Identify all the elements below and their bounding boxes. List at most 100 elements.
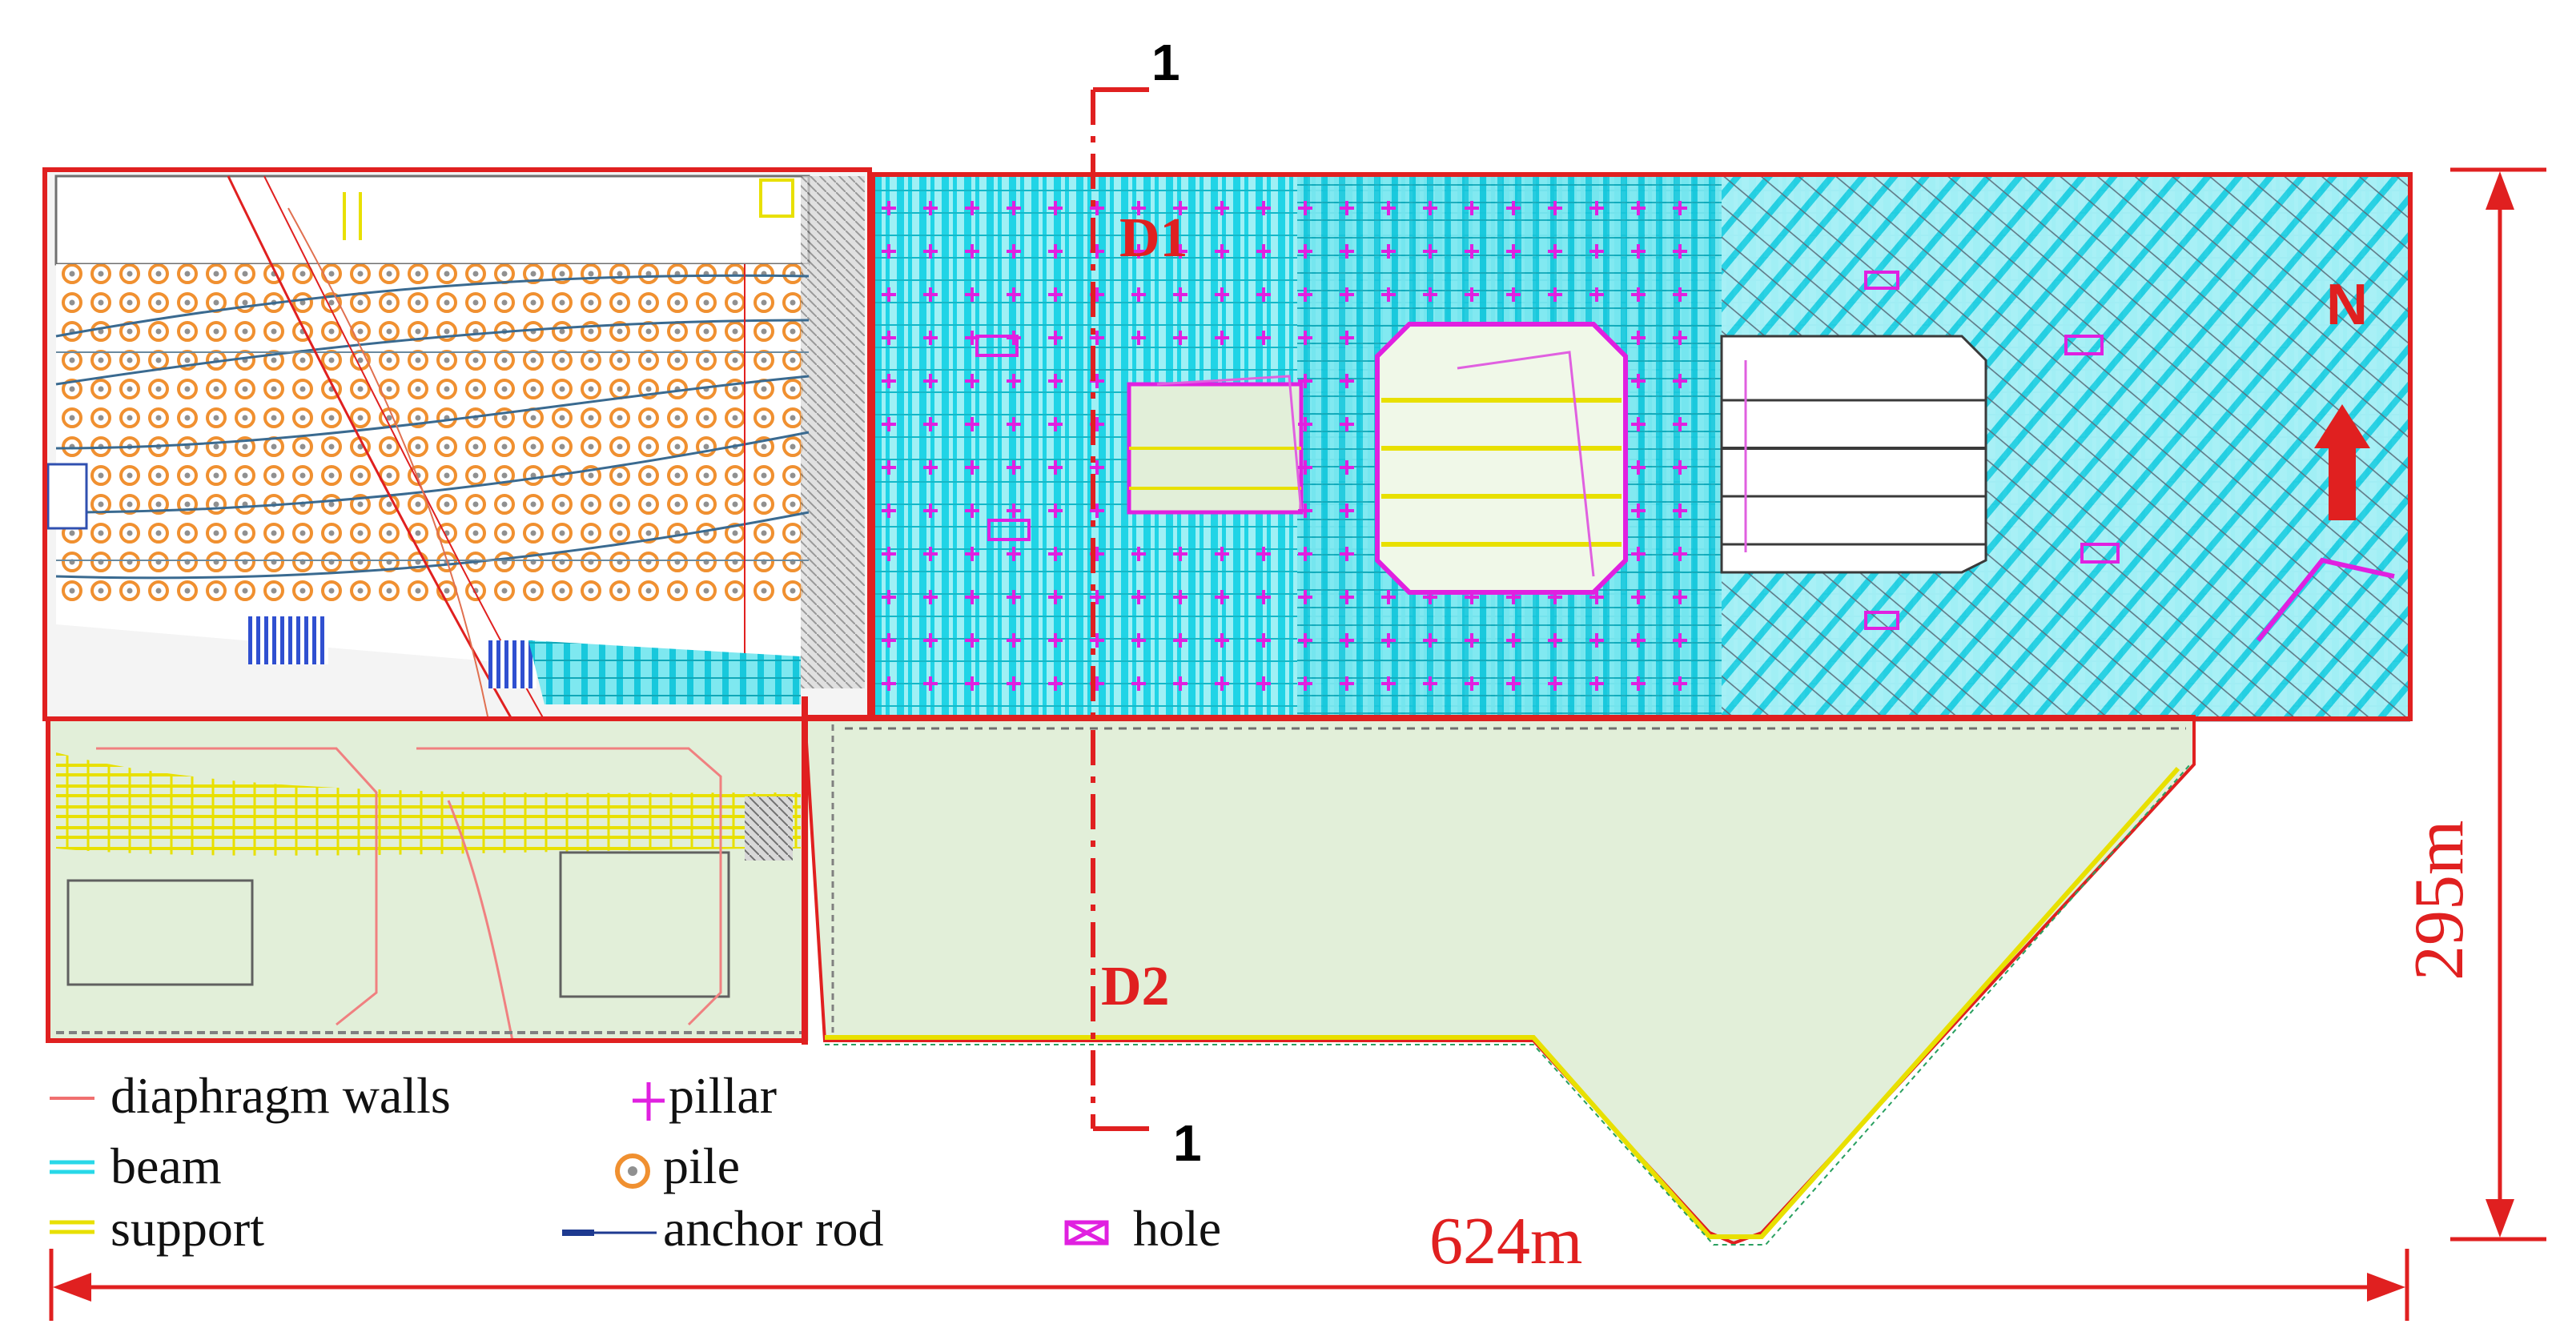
- legend-anchor-rod-label: anchor rod: [663, 1200, 883, 1257]
- pillar-cross: [1548, 590, 1562, 604]
- pillar-cross: [1131, 244, 1146, 259]
- pillar-cross: [1548, 244, 1562, 259]
- pillar-cross: [1173, 201, 1188, 215]
- pillar-cross: [1673, 633, 1687, 648]
- pillar-cross: [1631, 417, 1646, 431]
- pillar-cross: [882, 417, 896, 431]
- pillar-cross: [965, 633, 979, 648]
- pillar-cross: [1589, 244, 1604, 259]
- pillar-cross: [1548, 676, 1562, 691]
- pillar-cross: [1381, 633, 1396, 648]
- pillar-cross: [1131, 590, 1146, 604]
- pillar-cross: [1673, 504, 1687, 518]
- pillar-cross: [1631, 331, 1646, 345]
- pillar-cross: [1215, 590, 1229, 604]
- pillar-cross: [1215, 201, 1229, 215]
- pillar-cross: [1007, 201, 1021, 215]
- pillar-cross: [1048, 331, 1063, 345]
- pillar-cross: [1506, 633, 1521, 648]
- pillar-cross: [965, 547, 979, 561]
- pillar-cross: [1007, 460, 1021, 475]
- pillar-cross: [1673, 331, 1687, 345]
- pillar-cross: [1173, 590, 1188, 604]
- pillar-cross: [923, 504, 938, 518]
- pillar-cross-icon: [633, 1082, 665, 1121]
- pillar-cross: [1465, 633, 1479, 648]
- pillar-cross: [1048, 504, 1063, 518]
- pillar-cross: [1048, 633, 1063, 648]
- pillar-cross: [1298, 547, 1312, 561]
- pillar-cross: [1131, 331, 1146, 345]
- legend-anchor-rod: anchor rod: [562, 1200, 883, 1257]
- height-dimension-label: 295m: [2401, 820, 2478, 981]
- pillar-cross: [1048, 417, 1063, 431]
- pillar-cross: [1215, 331, 1229, 345]
- pillar-cross: [1007, 287, 1021, 302]
- pillar-cross: [1007, 244, 1021, 259]
- legend-support-label: support: [111, 1200, 264, 1257]
- pillar-cross: [1631, 633, 1646, 648]
- legend-pile-label: pile: [663, 1137, 740, 1194]
- pillar-cross: [1340, 460, 1354, 475]
- zone-label-d1: D1: [1119, 207, 1188, 269]
- pillar-cross: [1423, 590, 1437, 604]
- pillar-cross: [923, 374, 938, 388]
- pillar-cross: [1048, 244, 1063, 259]
- pillar-cross: [1465, 201, 1479, 215]
- pillar-cross: [1256, 547, 1271, 561]
- pillar-cross: [1381, 676, 1396, 691]
- pillar-cross: [1381, 590, 1396, 604]
- pillar-cross: [1631, 460, 1646, 475]
- pillar-cross: [1048, 201, 1063, 215]
- pillar-cross: [1673, 244, 1687, 259]
- pillar-cross: [1465, 676, 1479, 691]
- pillar-cross: [1589, 201, 1604, 215]
- pillar-cross: [1631, 374, 1646, 388]
- pillar-cross: [1173, 633, 1188, 648]
- pillar-cross: [1090, 633, 1104, 648]
- pillar-cross: [1465, 287, 1479, 302]
- pillar-cross: [1506, 244, 1521, 259]
- pillar-cross: [1256, 590, 1271, 604]
- pillar-cross: [1007, 504, 1021, 518]
- pillar-cross: [923, 590, 938, 604]
- pillar-cross: [965, 201, 979, 215]
- pillar-cross: [1256, 201, 1271, 215]
- pillar-cross: [1298, 676, 1312, 691]
- pillar-cross: [923, 417, 938, 431]
- legend-support: support: [50, 1200, 264, 1257]
- pillar-cross: [965, 460, 979, 475]
- section-label-bottom: 1: [1173, 1114, 1202, 1172]
- pillar-cross: [1673, 676, 1687, 691]
- north-arrow-label: N: [2326, 273, 2368, 337]
- pillar-cross: [1256, 331, 1271, 345]
- pillar-cross: [1631, 201, 1646, 215]
- pillar-cross: [923, 287, 938, 302]
- support-zone: [48, 720, 809, 1041]
- pillar-cross: [1506, 676, 1521, 691]
- pillar-cross: [1340, 547, 1354, 561]
- pillar-cross: [1007, 374, 1021, 388]
- hole-markers: [975, 271, 2120, 630]
- pillar-cross: [1631, 590, 1646, 604]
- pillar-cross: [1506, 287, 1521, 302]
- pillar-cross: [1048, 287, 1063, 302]
- pillar-cross: [1007, 590, 1021, 604]
- pillar-cross: [1548, 201, 1562, 215]
- pillar-cross: [882, 331, 896, 345]
- south-excavation-zone: [802, 715, 2196, 1246]
- pillar-cross: [1673, 547, 1687, 561]
- pillar-cross: [1090, 460, 1104, 475]
- pillar-cross: [882, 633, 896, 648]
- pillar-cross: [1423, 201, 1437, 215]
- zone-label-d2: D2: [1101, 956, 1170, 1017]
- pillar-cross: [882, 287, 896, 302]
- pillar-cross: [1131, 633, 1146, 648]
- pillar-cross: [1631, 504, 1646, 518]
- pillar-cross: [923, 676, 938, 691]
- legend-pile: pile: [615, 1137, 740, 1194]
- pillar-cross: [923, 460, 938, 475]
- pillar-crosses: [882, 201, 1687, 691]
- pillar-cross: [965, 504, 979, 518]
